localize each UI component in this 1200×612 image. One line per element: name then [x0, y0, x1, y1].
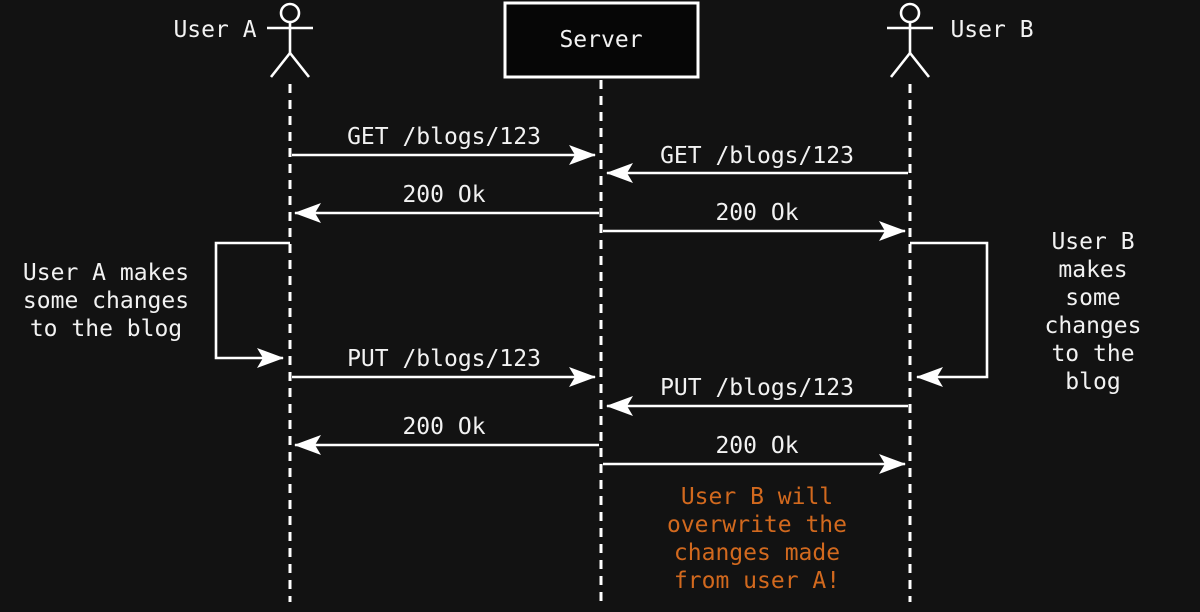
server-box	[503, 1, 700, 79]
message-label-put-a: PUT /blogs/123	[347, 346, 541, 372]
message-label-get-a: GET /blogs/123	[347, 124, 541, 150]
message-label-200ok2-a: 200 Ok	[402, 414, 486, 440]
message-label-200ok-a: 200 Ok	[402, 182, 486, 208]
actor-label-user-b: User B	[950, 17, 1034, 43]
actor-label-server: Server	[559, 27, 643, 53]
self-loop-user-b	[910, 241, 989, 387]
stick-figure-user-b	[887, 2, 933, 78]
actor-label-user-a: User A	[173, 17, 257, 43]
note-user-a-changes: User A makes some changes to the blog	[22, 260, 190, 342]
note-user-b-changes: User B makes some changes to the blog	[1044, 229, 1142, 395]
stick-figure-user-a	[267, 2, 313, 78]
figure-leg-left	[269, 52, 292, 78]
figure-leg-left	[889, 52, 912, 78]
figure-head	[279, 2, 301, 24]
warning-overwrite-note: User B will overwrite the changes made f…	[666, 484, 848, 594]
figure-head	[899, 2, 921, 24]
figure-leg-right	[288, 52, 311, 78]
message-label-put-b: PUT /blogs/123	[660, 375, 854, 401]
message-label-200ok-b: 200 Ok	[715, 200, 799, 226]
message-label-200ok2-b: 200 Ok	[715, 433, 799, 459]
message-label-get-b: GET /blogs/123	[660, 143, 854, 169]
figure-leg-right	[908, 52, 931, 78]
self-loop-user-a	[214, 241, 290, 368]
